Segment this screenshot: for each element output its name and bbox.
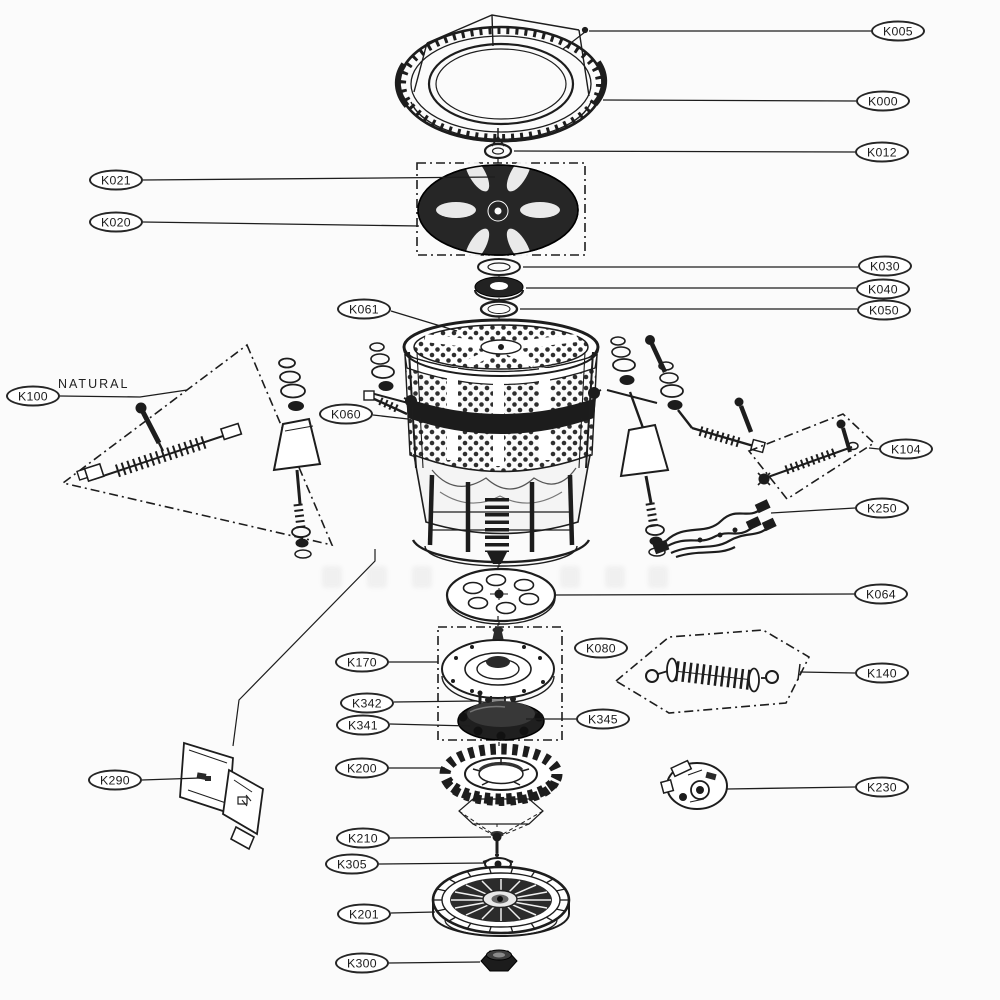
part-label-K005: K005 (871, 20, 925, 42)
clutch-assembly-drawing (437, 616, 563, 748)
part-label-K201: K201 (337, 903, 391, 925)
rotor-drawing (431, 865, 571, 937)
balance-ring-drawing (394, 14, 608, 143)
part-label-K290: K290 (88, 769, 142, 791)
part-label-K210: K210 (336, 827, 390, 849)
bolt-drawing (490, 824, 504, 861)
suspension-right-drawing (606, 335, 767, 557)
part-label-K345: K345 (576, 708, 630, 730)
part-label-K012: K012 (855, 141, 909, 163)
watermark-fragment (412, 566, 432, 588)
suspension-rod-kit-drawing (747, 413, 876, 501)
watermark-fragment (648, 566, 668, 588)
part-label-K040: K040 (856, 278, 910, 300)
part-label-K021: K021 (89, 169, 143, 191)
natural-annotation: NATURAL (58, 377, 130, 391)
pulsator-drawing (416, 155, 586, 265)
watermark-fragment (367, 566, 387, 588)
part-label-K061: K061 (337, 298, 391, 320)
part-label-K100: K100 (6, 385, 60, 407)
part-label-K341: K341 (336, 714, 390, 736)
shaft-cap-drawing (483, 128, 513, 163)
spring-kit-drawing (614, 629, 811, 714)
part-label-K200: K200 (335, 757, 389, 779)
wash-tub-drawing (402, 318, 602, 572)
watermark-fragment (322, 566, 342, 588)
watermark-fragment (605, 566, 625, 588)
stator-drawing (439, 743, 563, 837)
washer-stack-drawing (474, 258, 524, 321)
part-label-K300: K300 (335, 952, 389, 974)
part-label-K305: K305 (325, 853, 379, 875)
hub-disc-drawing (445, 556, 557, 627)
part-label-K030: K030 (858, 255, 912, 277)
hex-nut-drawing (480, 949, 518, 972)
part-label-K140: K140 (855, 662, 909, 684)
part-label-K064: K064 (854, 583, 908, 605)
part-label-K080: K080 (574, 637, 628, 659)
part-label-K000: K000 (856, 90, 910, 112)
part-label-K170: K170 (335, 651, 389, 673)
suspension-left-upper-drawing (363, 342, 413, 416)
part-label-K230: K230 (855, 776, 909, 798)
part-label-K020: K020 (89, 211, 143, 233)
part-label-K250: K250 (855, 497, 909, 519)
watermark-fragment (560, 566, 580, 588)
leader-lines (59, 30, 880, 964)
wire-harness-drawing (652, 499, 777, 559)
rotor-position-sensor-drawing (659, 759, 728, 810)
part-label-K342: K342 (340, 692, 394, 714)
part-label-K050: K050 (857, 299, 911, 321)
part-label-K060: K060 (319, 403, 373, 425)
part-label-K104: K104 (879, 438, 933, 460)
mounting-bracket-drawing (179, 549, 376, 851)
suspension-kit-left-drawing (61, 343, 334, 559)
